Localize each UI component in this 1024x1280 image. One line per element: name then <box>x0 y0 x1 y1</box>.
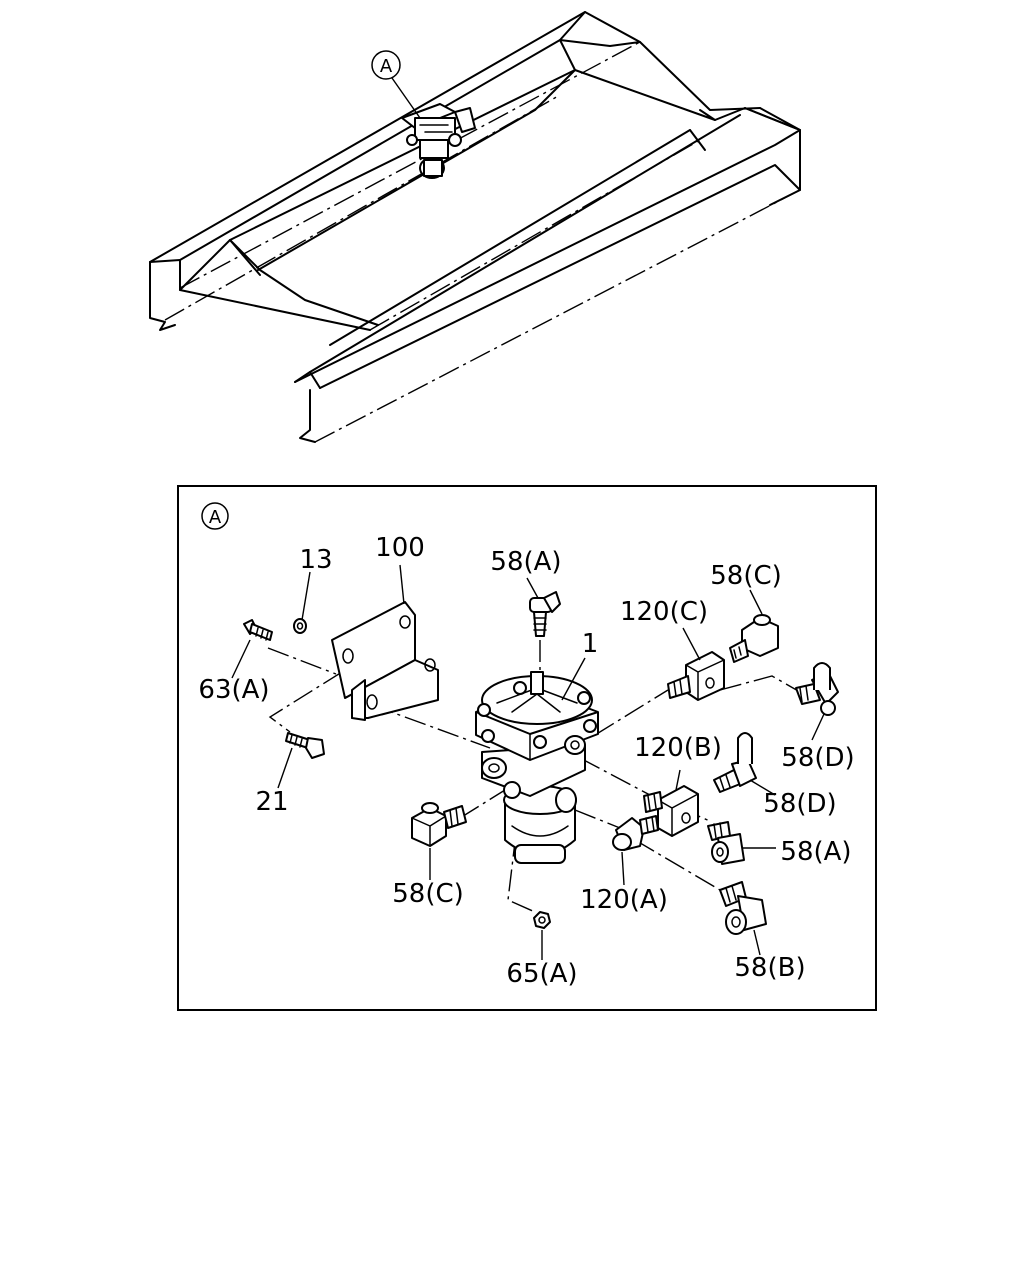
nut-65a <box>533 911 551 929</box>
detail-callout-a: A <box>201 502 229 530</box>
label-58a-right: 58(A) <box>780 837 851 867</box>
detail-view-frame <box>177 485 877 1011</box>
relay-valve-1 <box>475 671 599 864</box>
bracket-100 <box>331 601 439 721</box>
label-58b: 58(B) <box>734 953 805 983</box>
mounted-valve <box>401 103 476 179</box>
fitting-58d-upper <box>795 662 839 716</box>
label-58c-left: 58(C) <box>392 879 464 909</box>
overview-callout-a: A <box>371 50 421 119</box>
label-58a-top: 58(A) <box>490 547 561 577</box>
union-120a <box>612 815 659 851</box>
fitting-58a-right <box>707 821 745 865</box>
label-120b: 120(B) <box>634 733 722 763</box>
bolt-63a <box>243 619 273 641</box>
fitting-58c-left <box>411 802 467 847</box>
assembly-centerlines <box>267 640 801 913</box>
label-13: 13 <box>299 545 332 575</box>
leader-lines <box>231 564 825 960</box>
chassis-frame <box>149 11 801 443</box>
fitting-58b <box>719 881 767 935</box>
part-labels: 13 100 58(A) 58(C) 120(C) 1 63(A) 21 120… <box>198 533 854 989</box>
label-100: 100 <box>375 533 425 563</box>
union-120c <box>667 651 725 701</box>
label-63a: 63(A) <box>198 675 269 705</box>
union-120b <box>643 785 699 837</box>
label-58d-upper: 58(D) <box>781 743 854 773</box>
fitting-58c-top <box>729 614 779 663</box>
fitting-58a-top <box>529 591 561 637</box>
label-58c-top: 58(C) <box>710 561 782 591</box>
overview-callout-label: A <box>380 56 393 77</box>
label-1: 1 <box>582 629 599 659</box>
label-58d-lower: 58(D) <box>763 789 836 819</box>
fitting-58d-lower <box>713 732 757 793</box>
label-21: 21 <box>255 787 288 817</box>
detail-callout-label: A <box>209 507 222 528</box>
washer-13 <box>293 618 307 634</box>
label-120c: 120(C) <box>620 597 708 627</box>
bolt-21 <box>285 732 325 759</box>
label-120a: 120(A) <box>580 885 668 915</box>
label-65a: 65(A) <box>506 959 577 989</box>
